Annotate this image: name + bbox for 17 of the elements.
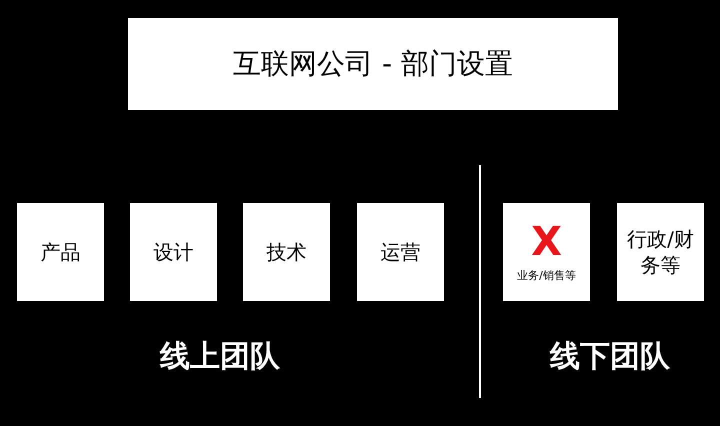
box-caption: 业务/销售等	[517, 268, 576, 282]
group-label: 线下团队	[550, 338, 670, 376]
box-label: 设计	[154, 239, 194, 265]
cross-mark: X	[531, 222, 562, 262]
department-box	[503, 203, 590, 301]
box-label: 行政/财务等	[626, 226, 695, 278]
department-box	[357, 203, 444, 301]
department-box	[17, 203, 104, 301]
box-label: 技术	[266, 239, 306, 265]
box-label: 运营	[380, 239, 420, 265]
group-label: 线上团队	[160, 338, 280, 376]
department-box	[130, 203, 217, 301]
department-box	[617, 203, 704, 301]
department-box	[243, 203, 330, 301]
title-text: 互联网公司 - 部门设置	[233, 46, 513, 82]
title-box	[128, 18, 618, 110]
box-label: 产品	[40, 239, 80, 265]
